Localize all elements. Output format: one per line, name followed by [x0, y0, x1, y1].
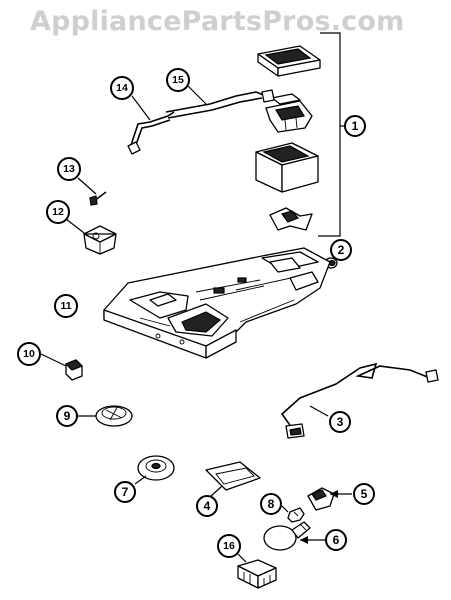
callout-7: 7	[114, 481, 136, 503]
callout-10-label: 10	[23, 348, 35, 360]
callout-3-label: 3	[337, 415, 344, 429]
part-5-switch	[307, 487, 352, 511]
callout-13-label: 13	[63, 163, 75, 175]
part-11-main-tray	[103, 247, 331, 359]
part-1-bracket-pieces	[265, 93, 313, 133]
callout-5-label: 5	[361, 487, 368, 501]
callout-14-label: 14	[116, 82, 128, 94]
callout-2: 2	[330, 239, 352, 261]
callout-16-label: 16	[223, 540, 235, 552]
callout-15-label: 15	[172, 74, 184, 86]
part-14-rod	[127, 95, 175, 155]
callout-10: 10	[17, 342, 41, 366]
callout-4: 4	[196, 495, 218, 517]
callout-4-label: 4	[204, 499, 211, 513]
part-10-clip	[40, 353, 84, 381]
callout-5: 5	[353, 483, 375, 505]
callout-11-label: 11	[60, 300, 71, 312]
callout-13: 13	[57, 157, 81, 181]
part-15-rod	[165, 85, 275, 119]
part-6-bulb	[263, 521, 326, 551]
part-12-motor	[65, 218, 117, 255]
callout-7-label: 7	[122, 485, 129, 499]
callout-8: 8	[260, 493, 282, 515]
callout-16: 16	[217, 534, 241, 558]
callout-14: 14	[110, 76, 134, 100]
callout-6-label: 6	[333, 533, 340, 547]
part-1-flap	[269, 207, 313, 231]
callout-1-label: 1	[352, 119, 359, 133]
callout-9-label: 9	[64, 409, 71, 423]
part-7-wheel	[134, 455, 175, 485]
part-8-socket	[279, 503, 305, 523]
part-4-sheet	[205, 461, 261, 498]
part-13-screw	[77, 177, 107, 206]
callout-1: 1	[344, 115, 366, 137]
callout-15: 15	[166, 68, 190, 92]
callout-8-label: 8	[268, 497, 275, 511]
callout-12: 12	[46, 200, 70, 224]
watermark-text: AppliancePartsPros.com	[30, 6, 405, 37]
callout-11: 11	[54, 294, 78, 318]
callout-9: 9	[56, 405, 78, 427]
part-9-disc	[78, 405, 133, 427]
group-1-bracket	[318, 32, 348, 237]
callout-2-label: 2	[338, 243, 345, 257]
callout-6: 6	[325, 529, 347, 551]
part-1-housing	[255, 142, 319, 193]
callout-3: 3	[329, 411, 351, 433]
part-3-wire-harness	[280, 362, 439, 439]
callout-12-label: 12	[52, 206, 64, 218]
part-1-cap	[257, 45, 321, 77]
part-16-basket	[237, 553, 277, 589]
